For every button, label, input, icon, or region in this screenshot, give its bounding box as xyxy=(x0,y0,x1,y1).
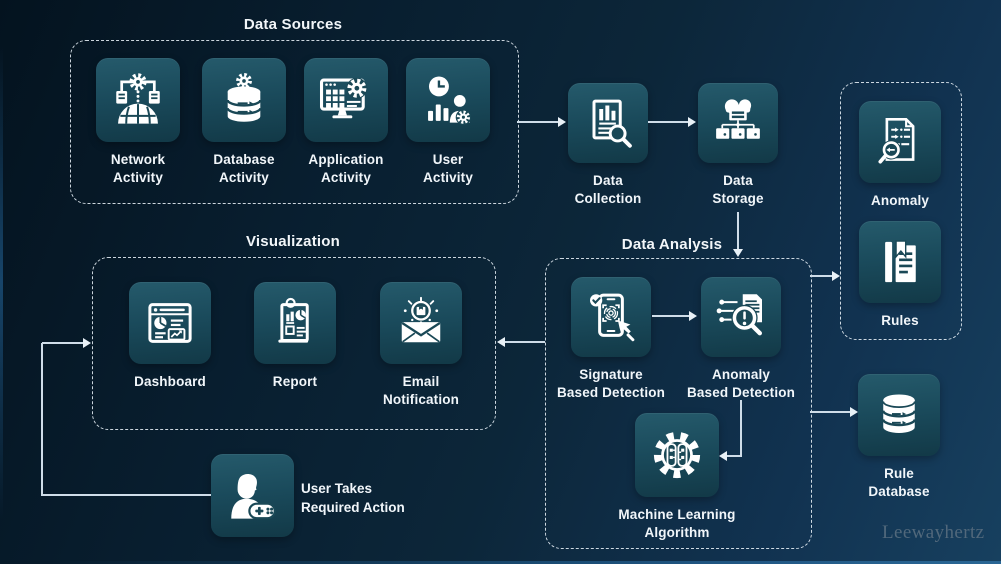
arrowhead-signature-to-anomaly-detection xyxy=(689,311,697,321)
rules-label: Rules xyxy=(881,313,919,328)
data-analysis-group-box xyxy=(545,258,812,549)
dashboard-tile xyxy=(129,282,211,364)
anomaly-rules-group-box xyxy=(840,82,962,340)
rules-tile xyxy=(859,221,941,303)
arrowhead-feedback-to-visualization xyxy=(83,338,91,348)
network-activity-tile xyxy=(96,58,180,142)
person-gamepad-icon xyxy=(230,473,276,519)
anomaly-tile xyxy=(859,101,941,183)
user-action-tile xyxy=(211,454,294,537)
feedback-loop-vertical-line xyxy=(41,343,43,496)
envelope-notification-icon xyxy=(401,296,441,343)
database-activity-tile xyxy=(202,58,286,142)
node-rules: Rules xyxy=(825,221,975,330)
user-activity-tile xyxy=(406,58,490,142)
arrow-storage-to-analysis xyxy=(737,212,739,250)
browser-pie-trend-icon xyxy=(148,303,192,343)
visualization-group-box xyxy=(92,257,496,430)
node-report: Report xyxy=(220,282,370,391)
data-collection-tile xyxy=(568,83,648,163)
arrow-collection-to-storage xyxy=(648,121,689,123)
clock-chart-user-icon xyxy=(428,76,472,125)
database-cylinder-icon xyxy=(882,394,916,433)
feedback-loop-bottom-line xyxy=(42,494,211,496)
application-activity-tile xyxy=(304,58,388,142)
network-globe-gear-icon xyxy=(116,73,160,124)
node-dashboard: Dashboard xyxy=(95,282,245,391)
database-gear-icon xyxy=(226,73,262,122)
arrow-analysis-to-rule-database xyxy=(810,411,851,413)
book-bookmark-icon xyxy=(885,240,916,283)
report-tile xyxy=(254,282,336,364)
ml-algorithm-tile xyxy=(635,413,719,497)
node-anomaly: Anomaly xyxy=(825,101,975,210)
arrow-signature-to-anomaly-detection xyxy=(652,315,690,317)
arrowhead-anomaly-detection-to-ml xyxy=(719,451,727,461)
monitor-gear-icon xyxy=(319,77,368,119)
document-search-list-icon xyxy=(878,117,915,164)
data-analysis-title: Data Analysis xyxy=(621,236,723,253)
arrowhead-collection-to-storage xyxy=(688,117,696,127)
gear-brain-circuit-icon xyxy=(653,431,701,479)
document-chart-magnifier-icon xyxy=(592,99,632,148)
arrowhead-sources-to-collection xyxy=(558,117,566,127)
arrow-anomaly-detection-to-ml-vertical xyxy=(740,400,742,457)
report-clipboard-charts-icon xyxy=(278,297,309,343)
arrow-anomaly-detection-to-ml-horizontal xyxy=(727,455,741,457)
watermark: Leewayhertz xyxy=(882,522,985,543)
visualization-title: Visualization xyxy=(245,233,340,250)
arrowhead-analysis-to-rule-database xyxy=(850,407,858,417)
cloud-server-folders-icon xyxy=(716,99,760,139)
report-label: Report xyxy=(272,374,318,389)
phone-fingerprint-tap-icon xyxy=(590,293,635,342)
arrow-analysis-to-visualization xyxy=(505,341,545,343)
arrowhead-analysis-to-visualization xyxy=(497,337,505,347)
magnifier-alert-circuit-icon xyxy=(716,294,762,336)
arrow-sources-to-collection xyxy=(517,121,559,123)
rule-database-tile xyxy=(858,374,940,456)
arrow-analysis-to-rules-box xyxy=(810,275,833,277)
arrowhead-storage-to-analysis xyxy=(733,249,743,257)
email-notification-tile xyxy=(380,282,462,364)
signature-detection-tile xyxy=(571,277,651,357)
left-edge-glow xyxy=(0,0,3,564)
arrowhead-analysis-to-rules-box xyxy=(832,271,840,281)
data-sources-title: Data Sources xyxy=(243,16,343,33)
anomaly-label: Anomaly xyxy=(870,193,930,208)
feedback-loop-top-line xyxy=(42,342,84,344)
bottom-edge-glow xyxy=(0,561,1001,564)
dashboard-label: Dashboard xyxy=(134,374,206,389)
anomaly-detection-tile xyxy=(701,277,781,357)
data-storage-tile xyxy=(698,83,778,163)
